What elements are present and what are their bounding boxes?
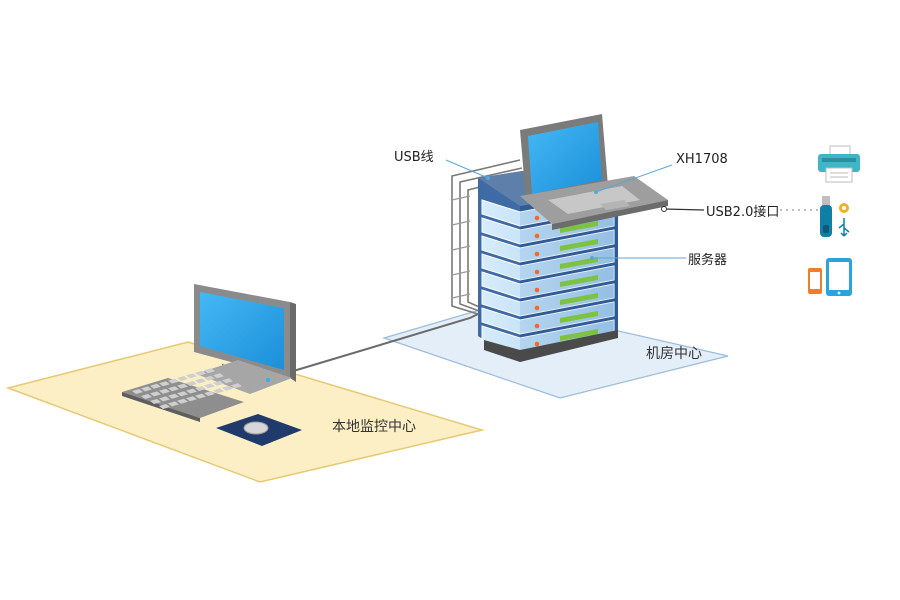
keyboard-key — [195, 378, 206, 384]
keyboard-key — [186, 373, 197, 379]
rack-base — [484, 330, 618, 362]
usb-flash-drive-icon — [820, 196, 850, 237]
monitor-edge — [290, 302, 296, 382]
server-status-panel — [560, 329, 598, 341]
server-blade — [481, 283, 615, 317]
printer-icon — [818, 145, 860, 183]
server-status-panel — [560, 293, 598, 305]
monitor-stand-base — [196, 360, 292, 394]
keyboard-key — [168, 393, 179, 399]
keyboard-key — [141, 394, 152, 399]
keyboard-key — [186, 381, 197, 386]
model-leader — [595, 164, 673, 193]
server-power-led — [534, 305, 540, 311]
keyboard-key — [195, 386, 206, 391]
keyboard-key — [177, 376, 188, 381]
keyboard-key — [177, 398, 188, 404]
rack-side-wire-ties — [451, 195, 471, 299]
keyboard-key — [168, 378, 179, 384]
server-blade — [481, 265, 615, 299]
keyboard-key — [150, 399, 161, 404]
server-leader-dot — [590, 256, 594, 260]
server-status-panel — [560, 239, 598, 251]
kvm-cable — [289, 313, 479, 373]
console-tray-edge — [552, 200, 668, 230]
phone-tablet-icon — [808, 258, 852, 296]
server-power-led — [534, 287, 540, 293]
keyboard-key — [159, 396, 170, 402]
keyboard-key — [231, 383, 242, 389]
keyboard-key — [195, 393, 206, 399]
keyboard-key — [222, 378, 233, 384]
keyboard-key — [204, 368, 215, 374]
server-status-panel — [560, 311, 598, 323]
server-label: 服务器 — [688, 253, 728, 268]
keyboard-key — [213, 373, 224, 379]
keyboard-key — [186, 388, 197, 394]
console-keyboard — [548, 186, 640, 214]
usb-drive-connector — [822, 196, 830, 206]
local-monitor-station — [122, 284, 302, 446]
usb-port-label: USB2.0接口 — [706, 205, 780, 220]
console-touchpad — [600, 200, 630, 210]
usb-port-leader — [663, 208, 705, 211]
monitor-screen — [200, 292, 284, 370]
keyboard-key — [177, 391, 188, 397]
keyboard-key — [141, 386, 152, 392]
keyboard-key — [150, 391, 161, 397]
keyboard-key — [213, 380, 224, 386]
keyboard-keys — [132, 368, 242, 409]
keyboard-key — [204, 375, 215, 381]
keyboard-key — [204, 383, 215, 389]
server-status-panel — [560, 275, 598, 287]
keyboard-key — [204, 391, 215, 396]
server-power-led — [534, 233, 540, 239]
server-power-led — [534, 341, 540, 347]
keyboard-key — [168, 386, 179, 392]
keyboard-key — [132, 389, 143, 394]
printer-paper-out — [825, 167, 853, 183]
keyboard-key — [168, 401, 179, 407]
keyboard-key — [159, 381, 170, 387]
keyboard-key — [222, 385, 233, 391]
mouse — [243, 421, 269, 435]
keyboard-key — [195, 370, 206, 376]
usb-port-leader-dot — [661, 206, 667, 212]
server-status-panel — [560, 257, 598, 269]
keyboard-key — [159, 404, 170, 409]
keyboard-body — [122, 378, 244, 418]
keyboard-key — [159, 388, 170, 394]
monitor-power-led — [266, 378, 270, 382]
kvm-console-laptop — [520, 114, 668, 230]
keyboard-key — [186, 396, 197, 402]
usb-cable-label: USB线 — [394, 150, 434, 165]
keyboard-key — [150, 383, 161, 389]
console-screen — [528, 122, 602, 194]
server-power-led — [534, 215, 540, 221]
usb-cable-leader-dot — [486, 176, 490, 180]
model-label: XH1708 — [676, 152, 728, 167]
usb-symbol — [838, 218, 850, 237]
printer-slot — [822, 158, 856, 162]
server-blade — [481, 301, 615, 335]
server-status-panel — [560, 221, 598, 233]
server-power-led — [534, 251, 540, 257]
server-power-led — [534, 269, 540, 275]
machine-room-label: 机房中心 — [646, 346, 702, 362]
server-blade — [481, 247, 615, 281]
keyboard-key — [177, 383, 188, 389]
model-leader-dot — [594, 190, 598, 194]
server-power-led — [534, 323, 540, 329]
keyboard-key — [213, 388, 224, 394]
local-monitor-label: 本地监控中心 — [332, 419, 416, 435]
local-monitor-area — [5, 341, 485, 483]
server-blade — [481, 229, 615, 263]
usb-cable-leader — [445, 159, 489, 179]
